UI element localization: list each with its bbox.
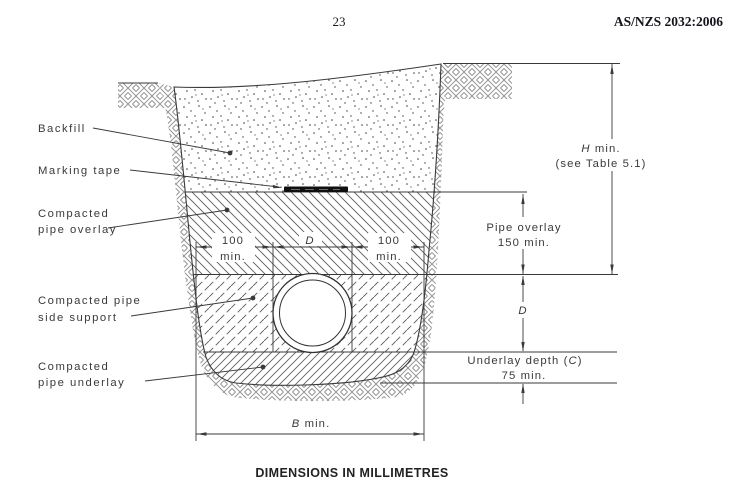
underlay-leader-dot <box>260 364 266 370</box>
overlay-leader-dot <box>224 207 230 213</box>
width-min: min. <box>300 418 330 430</box>
side-support-leader-dot <box>250 295 256 301</box>
dimension-texts: 100 min. D 100 min. H min. (see Table 5.… <box>220 143 646 430</box>
arrow-d-top-r <box>341 245 351 249</box>
clearance-right-min: min. <box>376 251 402 263</box>
side-support-leader <box>130 297 254 317</box>
arrow-underlay-up <box>521 383 525 393</box>
side-support-label-line2: side support <box>38 312 118 324</box>
backplate-diameter-side <box>513 302 532 318</box>
leader-dots <box>224 150 266 370</box>
arrow-left-100-l <box>197 245 207 249</box>
marking-tape-bar <box>284 186 348 192</box>
cover-depth-label: H min. <box>581 143 620 155</box>
natural-ground-band <box>118 64 512 402</box>
backplate-right-100 <box>368 233 411 262</box>
arrow-right-100-r <box>413 245 423 249</box>
dimensions-note: DIMENSIONS IN MILLIMETRES <box>255 466 448 480</box>
drawing-lines <box>118 63 620 441</box>
backfill-leader-dot <box>227 150 233 156</box>
backfill-region <box>174 64 441 192</box>
page-number: 23 <box>333 14 346 29</box>
marking-tape-leader <box>129 169 280 188</box>
arrow-od-bottom <box>521 342 525 352</box>
arrow-cover-top <box>610 64 614 74</box>
clearance-left-min: min. <box>220 251 246 263</box>
backfill-label: Backfill <box>38 123 86 135</box>
side-support-label-line1: Compacted pipe <box>38 295 141 307</box>
marking-tape <box>284 186 348 192</box>
overlay-label-line2: pipe overlay <box>38 224 117 236</box>
pipe-inner-wall <box>279 279 346 347</box>
underlay-label-line1: Compacted <box>38 361 109 373</box>
marking-tape-label: Marking tape <box>38 165 121 177</box>
arrow-overlay-top <box>521 194 525 204</box>
arrow-left-100-r <box>262 245 272 249</box>
backfill-leader <box>92 127 231 154</box>
ground-surface-left <box>118 83 166 108</box>
text-backplates <box>212 139 671 318</box>
backplate-diameter-top <box>299 232 322 246</box>
cover-depth-min: min. <box>591 143 621 155</box>
underlay-label-line2: pipe underlay <box>38 377 125 389</box>
diameter-side-label: D <box>518 305 527 317</box>
cover-depth-letter: H <box>581 143 590 155</box>
backplate-left-100 <box>212 233 255 262</box>
leader-lines <box>92 127 280 382</box>
pipe <box>272 272 353 354</box>
underlay-leader <box>144 366 264 382</box>
backplate-overlay-text <box>474 217 576 249</box>
underlay-depth-value: 75 min. <box>502 370 547 382</box>
width-letter: B <box>292 418 301 430</box>
standard-code: AS/NZS 2032:2006 <box>614 14 723 29</box>
underlay-depth-post: ) <box>578 355 583 367</box>
overlay-leader <box>107 209 228 229</box>
underlay-depth-pre: Underlay depth ( <box>467 355 568 367</box>
arrow-cover-bottom <box>610 264 614 274</box>
arrow-overlay-bottom <box>521 264 525 274</box>
underlay-depth-letter: C <box>568 355 577 367</box>
clearance-left-value: 100 <box>222 235 244 247</box>
overlay-dim-line1: Pipe overlay <box>486 222 561 234</box>
clearance-right-value: 100 <box>378 235 400 247</box>
ground-surface-right <box>443 64 512 99</box>
diameter-top-label: D <box>305 235 314 247</box>
overlay-dim-line2: 150 min. <box>498 237 550 249</box>
dimension-arrows <box>197 64 614 436</box>
arrow-d-top-l <box>274 245 284 249</box>
excavation-outline <box>173 63 442 386</box>
underlay-depth-label: Underlay depth (C) <box>467 355 582 367</box>
arrow-right-100-l <box>353 245 363 249</box>
backplate-cover-text <box>532 139 671 171</box>
figure-labels: Backfill Marking tape Compacted pipe ove… <box>38 123 141 389</box>
arrow-width-l <box>197 432 207 436</box>
overlay-label-line1: Compacted <box>38 208 109 220</box>
trench-wall-band <box>158 64 452 402</box>
arrow-width-r <box>413 432 423 436</box>
arrow-od-top <box>521 275 525 285</box>
cover-depth-ref: (see Table 5.1) <box>555 158 646 170</box>
width-label: B min. <box>292 418 331 430</box>
